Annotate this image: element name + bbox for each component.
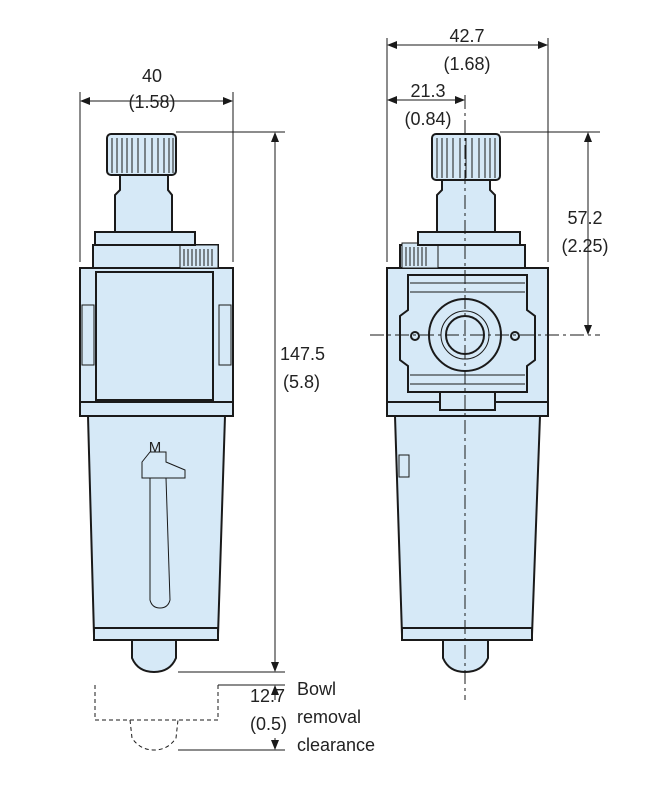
width-in: (1.58) xyxy=(128,92,175,112)
height-in: (5.8) xyxy=(283,372,320,392)
depth-in: (1.68) xyxy=(443,54,490,74)
sight-glass xyxy=(149,477,171,609)
half-depth-in: (0.84) xyxy=(404,109,451,129)
dimension-lines xyxy=(79,38,600,751)
height-mm: 147.5 xyxy=(280,344,325,364)
half-depth-mm: 21.3 xyxy=(410,81,445,101)
bowl-base xyxy=(93,627,219,641)
clearance-in: (0.5) xyxy=(250,714,287,734)
depth-mm: 42.7 xyxy=(449,26,484,46)
bowl-label-1: Bowl xyxy=(297,679,336,699)
stem xyxy=(114,174,173,233)
bowl-removal-outline xyxy=(94,685,219,751)
bowl xyxy=(393,415,542,636)
adjust-knob xyxy=(106,133,177,176)
bonnet-plate xyxy=(94,231,196,246)
bowl-label-2: removal xyxy=(297,707,361,727)
drain-valve xyxy=(131,639,177,674)
bowl-label-3: clearance xyxy=(297,735,375,755)
lock-knob xyxy=(401,242,439,269)
front-view: M xyxy=(79,133,234,751)
side-view xyxy=(370,95,600,700)
port-height-mm: 57.2 xyxy=(567,208,602,228)
body-window xyxy=(95,271,214,401)
bowl-lock xyxy=(141,451,186,479)
clearance-mm: 12.7 xyxy=(250,686,285,706)
width-mm: 40 xyxy=(142,66,162,86)
port-height-in: (2.25) xyxy=(561,236,608,256)
bowl-marking: M xyxy=(149,439,162,456)
